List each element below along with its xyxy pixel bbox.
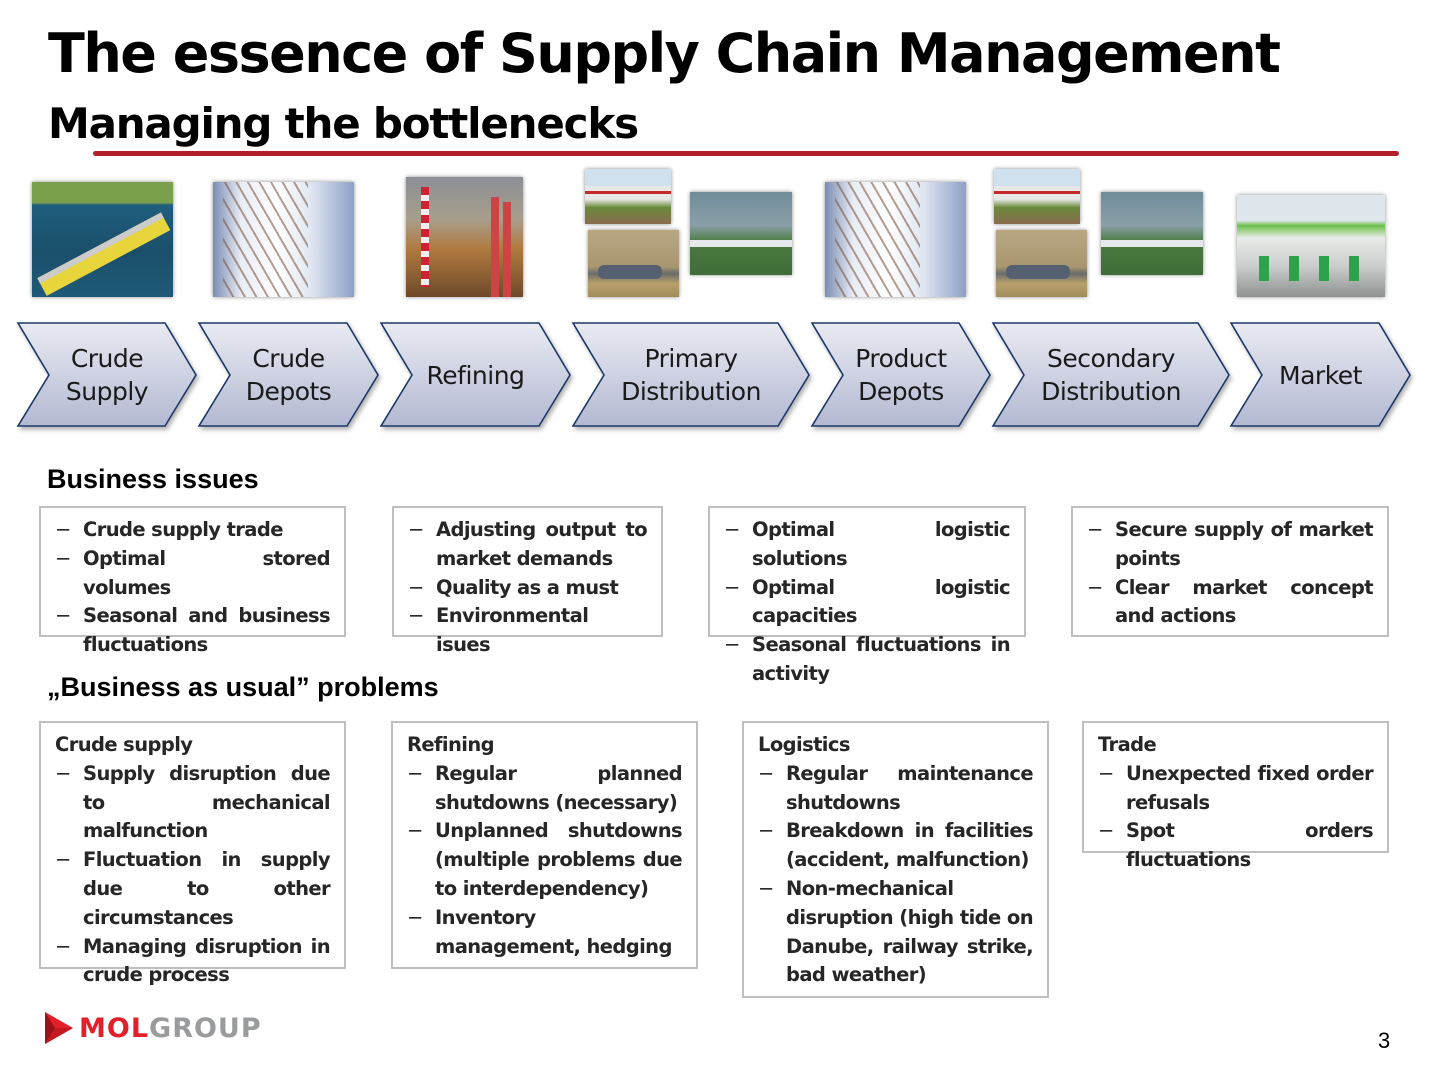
problem-box-title: Crude supply — [55, 733, 193, 756]
issue-item: Optimal stored volumes — [55, 545, 331, 603]
chevron-shape — [197, 322, 379, 427]
stage-label: Primary Distribution — [621, 344, 761, 406]
stage-primary-distribution: Primary Distribution — [571, 322, 810, 428]
problem-item: Unplanned shutdowns (multiple problems d… — [407, 817, 683, 903]
problem-item: Supply disruption due to mechanical malf… — [55, 760, 331, 846]
problem-list: Regular planned shutdowns (necessary) Un… — [407, 760, 683, 962]
photo-secondary-rail — [994, 169, 1080, 224]
slide-subtitle: Managing the bottlenecks — [48, 99, 639, 148]
chevron-shape — [16, 322, 197, 427]
problem-box-title: Logistics — [758, 733, 850, 756]
chevron-polygon — [1229, 322, 1411, 427]
stage-label: Refining — [426, 360, 525, 390]
stage-label: Crude Depots — [245, 344, 332, 406]
issue-item: Clear market concept and actions — [1087, 574, 1374, 632]
problem-list: Unexpected fixed order refusals Spot ord… — [1098, 760, 1374, 875]
chevron-polygon — [379, 322, 571, 427]
stage-label: Product Depots — [855, 344, 947, 406]
stage-crude-depots: Crude Depots — [197, 322, 379, 428]
issue-list: Adjusting output to market demands Quali… — [408, 516, 648, 660]
logo-text-group: GROUP — [149, 1012, 262, 1044]
problem-box-logistics: Logistics Regular maintenance shutdowns … — [742, 721, 1049, 998]
problem-box-refining: Refining Regular planned shutdowns (nece… — [391, 721, 698, 969]
issue-item: Optimal logistic capacities — [724, 574, 1011, 632]
photo-primary-pipeline — [690, 192, 792, 275]
photo-primary-rail — [585, 169, 671, 224]
issue-list: Crude supply trade Optimal stored volume… — [55, 516, 331, 660]
issue-item: Optimal logistic solutions — [724, 516, 1011, 574]
problem-item: Breakdown in facilities (accident, malfu… — [758, 817, 1034, 875]
problem-item: Non-mechanical disruption (high tide on … — [758, 875, 1034, 990]
issue-box-refining: Adjusting output to market demands Quali… — [392, 506, 663, 656]
problem-item: Spot orders fluctuations — [1098, 817, 1374, 875]
issue-item: Crude supply trade — [55, 516, 330, 545]
photo-refinery — [406, 177, 523, 297]
stage-refining: Refining — [379, 322, 571, 428]
photo-secondary-pipeline — [1101, 192, 1203, 275]
bau-problems-heading: „Business as usual” problems — [47, 672, 439, 702]
business-issues-heading: Business issues — [47, 464, 259, 494]
problem-item: Inventory management, hedging — [407, 904, 682, 962]
issue-list: Optimal logistic solutions Optimal logis… — [724, 516, 1011, 689]
stage-product-depots: Product Depots — [810, 322, 991, 428]
problem-list: Regular maintenance shutdowns Breakdown … — [758, 760, 1034, 990]
problem-box-title: Refining — [407, 733, 495, 756]
photo-secondary-truck — [996, 230, 1087, 297]
chevron-polygon — [991, 322, 1230, 427]
title-underline-divider — [93, 151, 1399, 156]
issue-box-logistics: Optimal logistic solutions Optimal logis… — [708, 506, 1026, 685]
chevron-polygon — [16, 322, 197, 427]
issue-list: Secure supply of market points Clear mar… — [1087, 516, 1374, 632]
photo-product-depots-tank — [825, 182, 966, 297]
problem-box-title: Trade — [1098, 733, 1157, 756]
page-number: 3 — [1378, 1028, 1391, 1053]
chevron-shape — [379, 322, 571, 427]
photo-crude-supply-tanker — [32, 182, 173, 297]
issue-item: Environmental isues — [408, 602, 647, 660]
issue-item: Seasonal and business fluctuations — [55, 602, 331, 660]
chevron-polygon — [810, 322, 991, 427]
stage-label: Market — [1279, 360, 1362, 390]
issue-item: Quality as a must — [408, 574, 647, 603]
stage-market: Market — [1229, 322, 1411, 428]
photo-primary-truck — [588, 230, 679, 297]
chevron-shape — [810, 322, 991, 427]
issue-item: Seasonal fluctuations in activity — [724, 631, 1011, 689]
chevron-polygon — [571, 322, 810, 427]
problem-list: Supply disruption due to mechanical malf… — [55, 760, 331, 991]
issue-item: Secure supply of market points — [1087, 516, 1374, 574]
problem-box-trade: Trade Unexpected fixed order refusals Sp… — [1082, 721, 1389, 871]
play-triangle-icon — [45, 1012, 73, 1044]
chevron-shape — [571, 322, 810, 427]
photo-crude-depots-tank — [213, 182, 354, 297]
slide-title: The essence of Supply Chain Management — [48, 22, 1281, 85]
issue-box-market: Secure supply of market points Clear mar… — [1071, 506, 1389, 637]
chevron-shape — [1229, 322, 1411, 427]
stage-label: Crude Supply — [65, 344, 149, 406]
problem-box-crude-supply: Crude supply Supply disruption due to me… — [39, 721, 346, 986]
stage-secondary-distribution: Secondary Distribution — [991, 322, 1230, 428]
chevron-shape — [991, 322, 1230, 427]
problem-item: Unexpected fixed order refusals — [1098, 760, 1374, 818]
problem-item: Regular maintenance shutdowns — [758, 760, 1034, 818]
problem-item: Managing disruption in crude process — [55, 933, 331, 991]
problem-item: Fluctuation in supply due to other circu… — [55, 846, 331, 932]
issue-box-crude: Crude supply trade Optimal stored volume… — [39, 506, 346, 656]
issue-item: Adjusting output to market demands — [408, 516, 648, 574]
problem-item: Regular planned shutdowns (necessary) — [407, 760, 683, 818]
stage-label: Secondary Distribution — [1041, 344, 1181, 406]
logo-text-mol: MOL — [79, 1012, 150, 1044]
stage-crude-supply: Crude Supply — [16, 322, 197, 428]
chevron-polygon — [197, 322, 379, 427]
photo-market-fuel-station — [1237, 195, 1385, 297]
